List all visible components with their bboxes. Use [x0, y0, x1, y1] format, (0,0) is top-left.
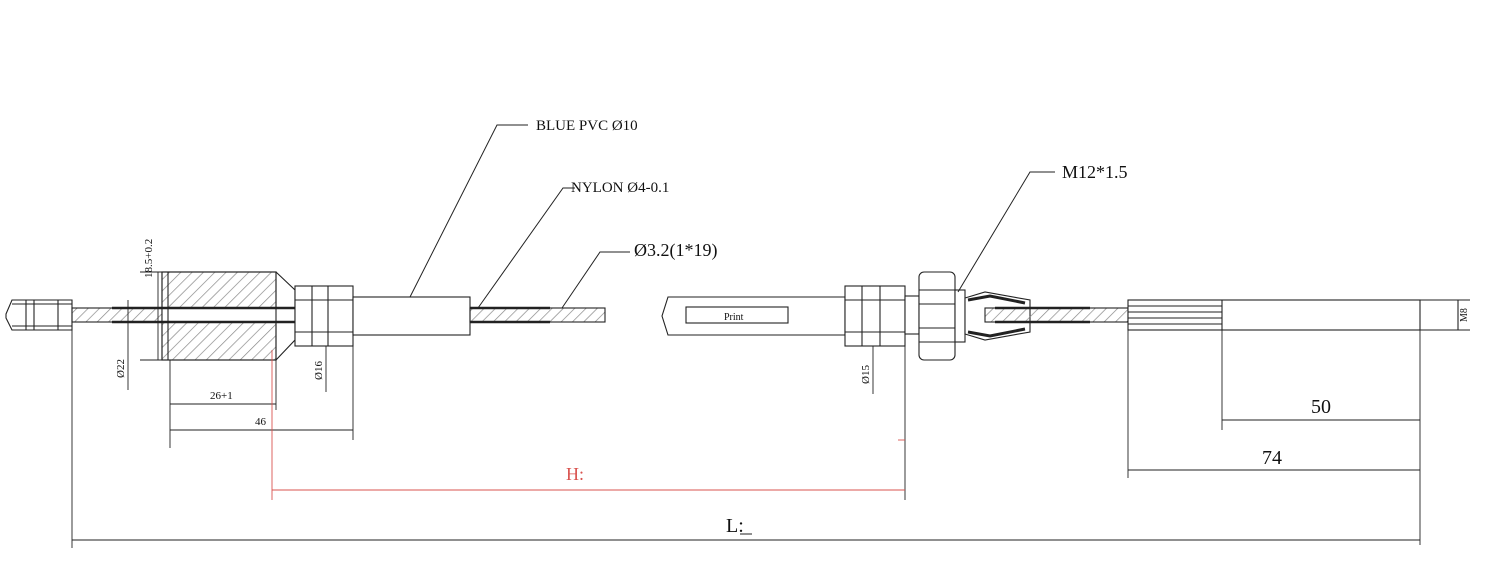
callout-blue-pvc: BLUE PVC Ø10	[536, 118, 638, 134]
threaded-end	[1127, 299, 1421, 331]
h-dimension	[271, 350, 905, 500]
dim-bore: 18.5+0.2	[143, 239, 155, 278]
pvc-sheath	[352, 296, 471, 336]
left-end-fitting	[5, 271, 606, 361]
callout-thread: M12*1.5	[1062, 162, 1128, 182]
dim-74: 74	[1262, 447, 1282, 469]
right-fitting	[661, 271, 1470, 361]
dim-phi15: Ø15	[860, 365, 872, 384]
print-box	[685, 306, 789, 324]
wire-left	[71, 307, 163, 323]
dim-h: H:	[566, 464, 584, 484]
wire-right	[984, 307, 1129, 323]
dim-46: 46	[255, 416, 267, 428]
dim-phi22: Ø22	[115, 359, 127, 378]
dim-50: 50	[1311, 396, 1331, 418]
wire-mid	[469, 307, 606, 323]
hex-nut	[918, 271, 956, 361]
bushing-right	[844, 285, 906, 347]
print-label: Print	[724, 312, 744, 323]
callout-nylon: NYLON Ø4-0.1	[571, 180, 669, 196]
leaders	[409, 124, 1055, 309]
callout-wire: Ø3.2(1*19)	[634, 240, 718, 261]
dim-m8: M8	[1459, 308, 1470, 322]
dim-26: 26+1	[210, 390, 233, 402]
dimension-lines	[71, 271, 1421, 548]
bushing-left	[294, 285, 354, 347]
dim-phi16: Ø16	[313, 361, 325, 380]
dim-l: L:	[726, 515, 744, 537]
